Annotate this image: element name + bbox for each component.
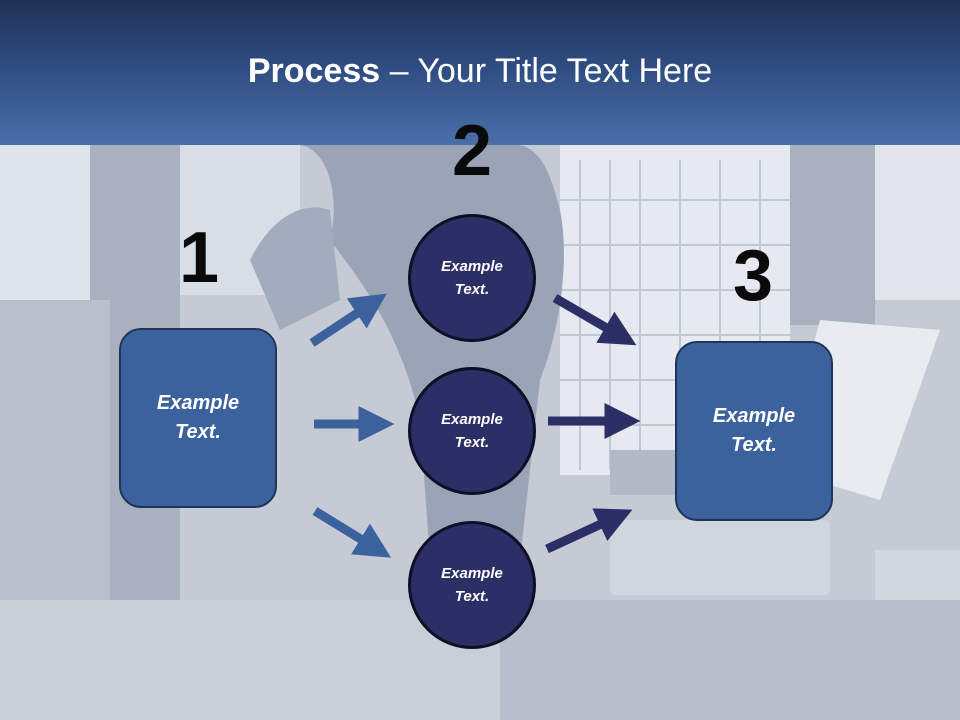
circle-middle-line1: Example bbox=[441, 411, 503, 428]
box-left-line1: Example bbox=[156, 392, 240, 414]
box-right-line2: Text. bbox=[731, 434, 777, 456]
step-number-1: 1 bbox=[178, 218, 220, 298]
arrow-top-to-right bbox=[552, 294, 637, 346]
arrow-left-to-bottom bbox=[312, 507, 392, 558]
process-box-right: Example Text. bbox=[675, 341, 833, 521]
title-rest: – Your Title Text Here bbox=[380, 52, 713, 90]
circle-middle-line2: Text. bbox=[454, 434, 490, 451]
arrow-left-to-top bbox=[309, 293, 387, 347]
process-circle-top: Example Text. bbox=[408, 214, 536, 342]
title-bold: Process bbox=[247, 52, 381, 90]
arrow-bottom-to-right bbox=[545, 508, 633, 554]
circle-bottom-line1: Example bbox=[441, 565, 503, 582]
box-left-line2: Text. bbox=[175, 421, 221, 443]
circle-top-line2: Text. bbox=[454, 281, 490, 298]
title-bar bbox=[0, 0, 960, 145]
process-box-left: Example Text. bbox=[119, 328, 277, 508]
circle-bottom-line2: Text. bbox=[454, 588, 490, 605]
step-number-3: 3 bbox=[732, 236, 774, 316]
slide-title: Process – Your Title Text Here bbox=[0, 52, 960, 91]
process-circle-middle: Example Text. bbox=[408, 367, 536, 495]
process-circle-bottom: Example Text. bbox=[408, 521, 536, 649]
circle-top-line1: Example bbox=[441, 258, 503, 275]
box-right-line1: Example bbox=[712, 405, 796, 427]
step-number-2: 2 bbox=[451, 111, 493, 191]
